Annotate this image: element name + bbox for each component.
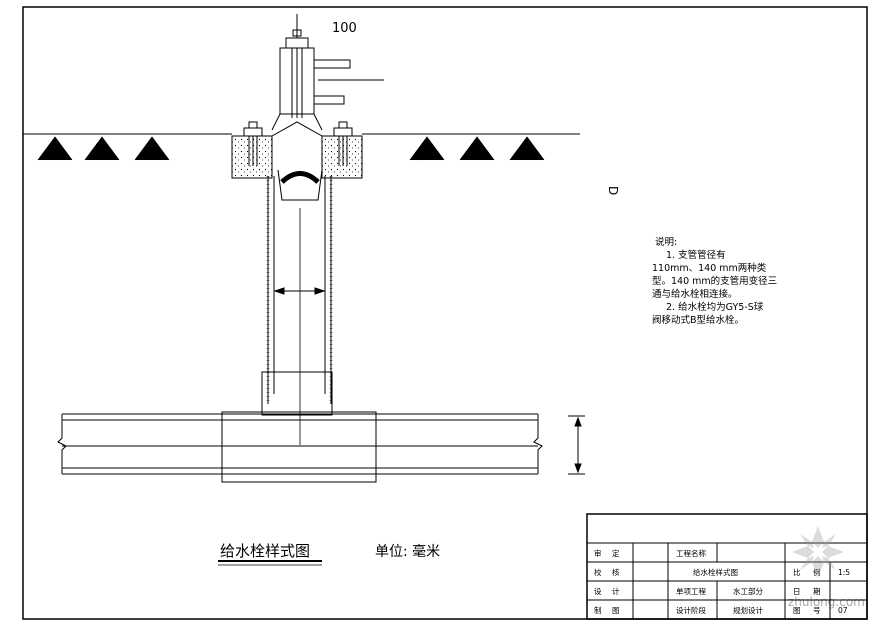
notes-heading: 说明: — [655, 236, 677, 248]
tb-r2-c6: 1:5 — [838, 568, 850, 577]
tb-r2-c4: 比 — [793, 567, 801, 577]
soil-hatch — [37, 136, 545, 161]
title-block — [586, 513, 868, 620]
tb-r4-c6: 号 — [813, 606, 821, 615]
tb-r4-c3: 设计阶段 — [676, 605, 706, 615]
concrete-base — [231, 135, 363, 179]
pipe-height-dimension — [568, 415, 585, 475]
tb-r3-c3: 单项工程 — [676, 586, 706, 596]
drawing-title: 给水栓样式图 — [220, 542, 310, 560]
anchor-bolts — [243, 121, 353, 166]
tee-fitting — [221, 371, 377, 483]
notes-line-5: 2. 给水栓均为GY5-S球 — [666, 301, 764, 313]
tb-r3-c5: 日 — [793, 587, 801, 596]
watermark-text: zhulong.com — [788, 595, 865, 609]
tb-r4-c7: 07 — [838, 606, 848, 615]
tb-r2-c1: 校 — [594, 567, 602, 577]
tb-r3-c6: 期 — [813, 587, 821, 596]
tb-r1-c2: 定 — [612, 548, 620, 558]
notes-line-3: 型。140 mm的支管用变径三 — [652, 275, 777, 287]
notes-line-1: 1. 支管管径有 — [666, 249, 726, 261]
tb-r4-c1: 制 — [594, 605, 602, 615]
notes-line-2: 110mm、140 mm两种类 — [652, 262, 767, 274]
dim-label-diameter: D — [606, 186, 620, 195]
notes-line-4: 通与给水栓相连接。 — [652, 288, 738, 300]
tb-r4-c5: 图 — [793, 606, 801, 615]
drawing-frame — [22, 6, 868, 620]
riser-pipe — [266, 176, 333, 445]
tb-r3-c2: 计 — [612, 586, 620, 596]
hydrant-valve — [271, 14, 384, 201]
notes-line-6: 阀移动式B型给水栓。 — [652, 314, 744, 326]
main-pipe — [57, 413, 543, 475]
tb-r3-c4: 水工部分 — [733, 586, 763, 596]
notes-block: 说明: 1. 支管管径有 110mm、140 mm两种类 型。140 mm的支管… — [652, 236, 777, 326]
dim-label-top: 100 — [332, 21, 357, 36]
tb-r4-c2: 图 — [612, 606, 620, 615]
watermark-logo-icon — [792, 526, 844, 578]
tb-r2-c3: 给水栓样式图 — [693, 567, 738, 577]
title-underline — [218, 560, 322, 566]
tb-r4-c4: 规划设计 — [733, 605, 763, 615]
title-block-text: 审 定 工程名称 校 核 给水栓样式图 比 例 1:5 设 计 单项工程 水工部… — [594, 548, 850, 615]
tb-r1-c1: 审 — [594, 548, 602, 558]
unit-label: 单位: 毫米 — [375, 543, 440, 560]
tb-r1-c3: 工程名称 — [676, 548, 706, 558]
watermark: zhulong.com — [788, 526, 865, 609]
tb-r2-c2: 核 — [612, 567, 620, 577]
tb-r3-c1: 设 — [594, 586, 602, 596]
riser-width-dimension — [273, 287, 326, 295]
tb-r2-c5: 例 — [813, 567, 821, 577]
